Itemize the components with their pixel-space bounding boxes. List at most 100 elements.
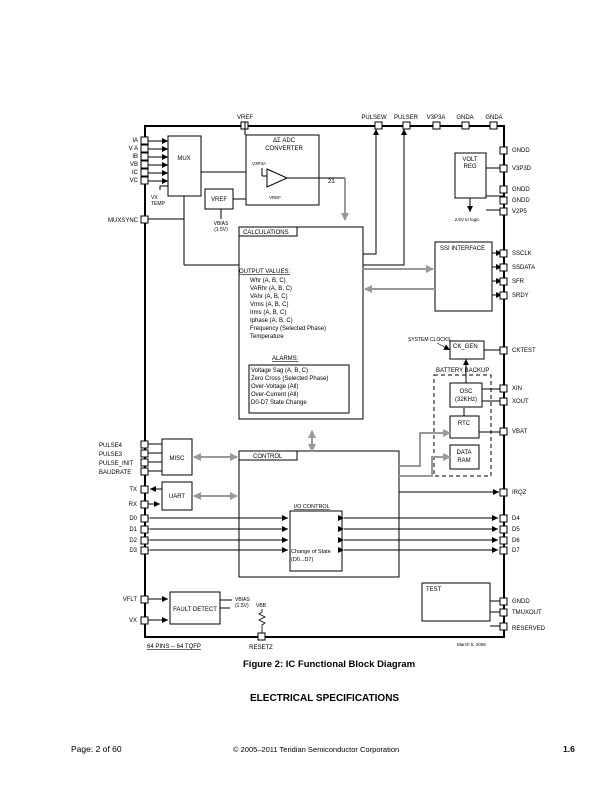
svg-text:VAhr (A, B, C): VAhr (A, B, C) bbox=[250, 294, 288, 300]
svg-text:VBB: VBB bbox=[256, 603, 267, 609]
svg-text:D0-D7 State Change: D0-D7 State Change bbox=[251, 400, 307, 406]
resetz-pin: VBB RESETZ bbox=[249, 603, 273, 651]
svg-text:V2P5: V2P5 bbox=[512, 209, 527, 215]
svg-text:REG: REG bbox=[463, 164, 476, 170]
svg-text:TEMP: TEMP bbox=[151, 201, 166, 207]
svg-text:VX: VX bbox=[129, 618, 137, 624]
footer-version: 1.6 bbox=[563, 744, 575, 754]
svg-text:IB: IB bbox=[132, 154, 138, 160]
svg-text:GNDA: GNDA bbox=[456, 115, 473, 121]
output-values-list: Whr (A, B, C) VARhr (A, B, C) VAhr (A, B… bbox=[250, 278, 326, 340]
left-pins-misc: PULSE4 PULSE3 PULSE_INIT BAUDRATE bbox=[99, 440, 149, 476]
cktest-pin: CKTEST bbox=[499, 346, 536, 355]
left-pins-uart: TX RX bbox=[129, 485, 149, 509]
svg-text:Over-Current (All): Over-Current (All) bbox=[251, 392, 298, 398]
vx-temp: VX TEMP bbox=[151, 185, 168, 207]
right-pins-bottom: GNDD TMUXOUT RESERVED bbox=[499, 597, 546, 632]
left-pins-fault: VFLT VX bbox=[123, 595, 149, 625]
volt-reg-block: VOLT REG 2.5V to logic bbox=[454, 152, 504, 222]
svg-text:D5: D5 bbox=[512, 527, 520, 533]
svg-text:Temperature: Temperature bbox=[250, 334, 284, 340]
right-pins-power: GNDD V3P3D GNDD GNDD V2P5 bbox=[499, 146, 532, 216]
test-block: TEST bbox=[421, 582, 504, 627]
svg-text:SYSTEM CLOCKS: SYSTEM CLOCKS bbox=[408, 337, 451, 343]
misc-block: MISC bbox=[148, 438, 238, 476]
svg-text:IRQZ: IRQZ bbox=[512, 490, 527, 496]
figure-caption: Figure 2: IC Functional Block Diagram bbox=[243, 659, 416, 670]
svg-text:Vrms (A, B, C): Vrms (A, B, C) bbox=[250, 302, 288, 308]
svg-text:RESETZ: RESETZ bbox=[249, 645, 273, 651]
svg-text:MUXSYNC: MUXSYNC bbox=[108, 218, 139, 224]
svg-text:SSDATA: SSDATA bbox=[512, 265, 535, 271]
svg-text:Change of State: Change of State bbox=[291, 549, 331, 555]
svg-text:DATA: DATA bbox=[456, 450, 471, 456]
svg-text:BAUDRATE: BAUDRATE bbox=[99, 470, 131, 476]
svg-text:Zero Cross (Selected Phase): Zero Cross (Selected Phase) bbox=[251, 376, 328, 382]
right-pins-d: D4 D5 D6 D7 bbox=[499, 514, 520, 555]
footer-copyright: © 2005–2011 Teridian Semiconductor Corpo… bbox=[233, 745, 400, 754]
svg-text:VX: VX bbox=[151, 195, 158, 201]
svg-text:RESERVED: RESERVED bbox=[512, 626, 546, 632]
svg-text:I/O CONTROL: I/O CONTROL bbox=[294, 504, 330, 510]
fault-detect-block: FAULT DETECT VBIAS (1.5V) bbox=[148, 591, 250, 625]
svg-text:SRDY: SRDY bbox=[512, 293, 529, 299]
svg-text:GNDA: GNDA bbox=[485, 115, 502, 121]
svg-text:V3P3A: V3P3A bbox=[252, 161, 266, 166]
svg-text:CONTROL: CONTROL bbox=[253, 454, 283, 460]
pulse-lines bbox=[363, 129, 407, 266]
svg-text:D4: D4 bbox=[512, 516, 520, 522]
top-pin-v3p3a: V3P3A bbox=[427, 115, 446, 130]
svg-text:PULSE3: PULSE3 bbox=[99, 452, 123, 458]
svg-text:D1: D1 bbox=[129, 527, 137, 533]
svg-text:BATTERY BACKUP: BATTERY BACKUP bbox=[436, 368, 489, 374]
calculations-block: CALCULATIONS OUTPUT VALUES: Whr (A, B, C… bbox=[238, 226, 364, 420]
ck-gen-block: SYSTEM CLOCKS CK_GEN bbox=[408, 337, 504, 360]
svg-text:TMUXOUT: TMUXOUT bbox=[512, 610, 542, 616]
left-pins-analog: IA V A IB VB IC VC bbox=[129, 136, 168, 185]
svg-text:21: 21 bbox=[328, 179, 335, 185]
top-pin-gnda-1: GNDA bbox=[456, 115, 474, 130]
svg-text:IC: IC bbox=[132, 170, 139, 176]
left-pins-d: D0 D1 D2 D3 bbox=[129, 514, 149, 555]
svg-text:D2: D2 bbox=[129, 538, 137, 544]
svg-text:(1.5V): (1.5V) bbox=[214, 227, 228, 233]
svg-text:V3P3A: V3P3A bbox=[427, 115, 446, 121]
section-heading: ELECTRICAL SPECIFICATIONS bbox=[250, 693, 400, 704]
svg-text:GNDD: GNDD bbox=[512, 599, 530, 605]
svg-text:TEST: TEST bbox=[426, 587, 442, 593]
svg-text:2.5V to logic: 2.5V to logic bbox=[455, 217, 481, 222]
svg-text:D6: D6 bbox=[512, 538, 520, 544]
svg-text:SFR: SFR bbox=[512, 279, 525, 285]
svg-text:FAULT DETECT: FAULT DETECT bbox=[173, 607, 217, 613]
battery-backup: BATTERY BACKUP OSC (32KHz) RTC DATA RAM bbox=[433, 359, 504, 477]
svg-text:Voltage Sag (A, B, C): Voltage Sag (A, B, C) bbox=[251, 368, 308, 374]
right-pins-clock: XIN XOUT VBAT bbox=[499, 384, 529, 436]
svg-text:RAM: RAM bbox=[457, 458, 470, 464]
svg-text:CKTEST: CKTEST bbox=[512, 348, 536, 354]
svg-text:D7: D7 bbox=[512, 548, 520, 554]
svg-text:Irms (A, B, C): Irms (A, B, C) bbox=[250, 310, 286, 316]
control-block: CONTROL I/O CONTROL Change of State (D0.… bbox=[238, 429, 499, 578]
svg-text:UART: UART bbox=[169, 494, 186, 500]
svg-text:MUX: MUX bbox=[177, 156, 190, 162]
svg-text:XIN: XIN bbox=[512, 386, 522, 392]
svg-text:VREF: VREF bbox=[237, 115, 253, 121]
svg-text:VREF: VREF bbox=[269, 195, 281, 200]
svg-text:GNDD: GNDD bbox=[512, 187, 530, 193]
svg-text:VOLT: VOLT bbox=[462, 157, 478, 163]
irqz-pin: IRQZ bbox=[499, 488, 527, 497]
chip-outline bbox=[144, 125, 505, 638]
svg-text:VREF: VREF bbox=[211, 197, 227, 203]
svg-text:VC: VC bbox=[130, 178, 139, 184]
svg-text:Iphase (A, B, C): Iphase (A, B, C) bbox=[250, 318, 293, 324]
svg-text:XOUT: XOUT bbox=[512, 399, 529, 405]
svg-text:MISC: MISC bbox=[170, 456, 186, 462]
svg-text:VBIAS: VBIAS bbox=[214, 221, 229, 227]
svg-text:PULSEW: PULSEW bbox=[361, 115, 387, 121]
right-pins-ssi: SSCLK SSDATA SFR SRDY bbox=[499, 249, 535, 300]
top-pin-gnda-2: GNDA bbox=[485, 115, 503, 130]
svg-text:VB: VB bbox=[130, 162, 138, 168]
svg-text:PULSE_INIT: PULSE_INIT bbox=[99, 461, 134, 467]
package-label: 64 PINS -- 64 TQFP bbox=[147, 644, 201, 650]
svg-text:GNDD: GNDD bbox=[512, 148, 530, 154]
